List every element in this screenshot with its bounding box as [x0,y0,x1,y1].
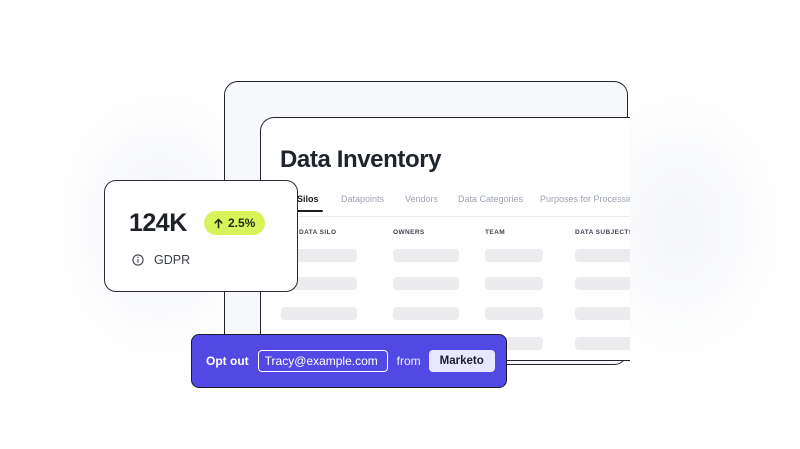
tab-purposes-for-processing[interactable]: Purposes for Processing [540,194,630,204]
skeleton-cell-data-subjects [575,277,630,290]
skeleton-cell-data-subjects [575,337,630,350]
gdpr-stats-card: 124K 2.5% GDPR [104,180,298,292]
tab-vendors[interactable]: Vendors [405,194,439,204]
trend-value: 2.5% [228,216,256,230]
skeleton-cell-data-subjects [575,307,630,320]
skeleton-cell-team [485,277,543,290]
skeleton-cell-data-silo [281,277,357,290]
column-header-team: TEAM [485,229,506,236]
table-row[interactable] [261,248,630,262]
opt-out-bar: Opt out from Marketo [191,334,507,388]
skeleton-cell-owners [393,307,459,320]
inventory-tabs: Silos Datapoints Vendors Data Categories… [269,192,630,214]
tab-silos[interactable]: Silos [293,194,322,212]
email-field[interactable] [257,350,388,372]
stat-meta: GDPR [132,253,190,267]
column-header-owners: OWNERS [393,229,425,236]
skeleton-cell-team [485,249,543,262]
column-header-data-silo: DATA SILO [299,229,337,236]
trend-badge: 2.5% [204,211,266,235]
skeleton-cell-team [485,307,543,320]
opt-out-button[interactable]: Opt out [206,354,249,368]
page-title: Data Inventory [280,146,442,173]
tab-data-categories[interactable]: Data Categories [458,194,524,204]
marketo-chip[interactable]: Marketo [428,350,495,372]
skeleton-cell-owners [393,249,459,262]
skeleton-cell-owners [393,277,459,290]
column-header-data-subjects: DATA SUBJECTS [575,229,630,236]
skeleton-cell-data-silo [281,249,357,262]
table-header: DATA SILO OWNERS TEAM DATA SUBJECTS [261,228,630,242]
skeleton-cell-data-silo [281,307,357,320]
info-icon [132,254,144,266]
skeleton-cell-data-subjects [575,249,630,262]
stat-value: 124K [129,209,187,237]
tabs-divider [261,216,630,217]
arrow-up-icon [214,218,223,228]
stat-label: GDPR [154,253,191,267]
data-inventory-window: Data Inventory Silos Datapoints Vendors … [260,117,630,361]
from-label: from [396,354,421,368]
table-row[interactable] [261,276,630,290]
tab-datapoints[interactable]: Datapoints [341,194,385,204]
table-row[interactable] [261,306,630,320]
